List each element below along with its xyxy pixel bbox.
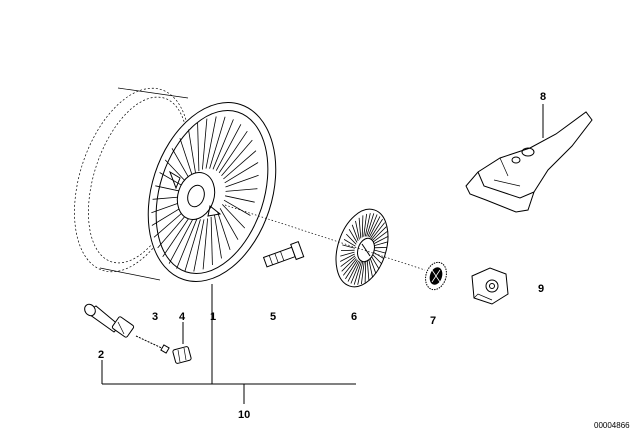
spokes-line	[184, 219, 201, 272]
spokes-line	[188, 129, 196, 174]
spokes-line	[214, 214, 222, 259]
hubspokes-line	[371, 222, 386, 240]
emblem	[425, 261, 447, 291]
hubspokes-line	[353, 261, 362, 285]
spokes-line	[202, 218, 208, 270]
hubspokes-line	[351, 224, 359, 242]
spokes-line	[210, 216, 213, 266]
label-5: 5	[270, 311, 276, 323]
hubspokes-line	[345, 259, 358, 280]
label-3: 3	[152, 311, 158, 323]
hubspokes-line	[364, 260, 367, 283]
hubspokes-line	[340, 253, 355, 262]
spokes-line	[193, 219, 205, 272]
hubspokes-line	[366, 259, 370, 281]
hubspokes-line	[368, 258, 373, 278]
hubspokes-line	[350, 261, 361, 284]
hubspokes-line	[358, 217, 362, 239]
label-1: 1	[210, 311, 216, 323]
hubspokes-line	[357, 261, 364, 285]
spokes-line	[157, 212, 189, 249]
hubspokes-line	[372, 249, 386, 254]
label-9: 9	[538, 283, 544, 295]
spokes-line	[162, 214, 192, 258]
hubspokes-line	[373, 236, 388, 245]
tire-valve	[84, 303, 135, 338]
wheel-face	[147, 102, 277, 282]
hubspokes-line	[370, 255, 380, 270]
spokes-line	[202, 118, 208, 170]
valve-cap	[172, 322, 192, 364]
hubspokes-line	[371, 253, 382, 265]
hubspokes-line	[340, 251, 355, 257]
hubspokes-line	[343, 239, 356, 247]
hubspokes-line	[342, 244, 356, 249]
hubspokes-line	[369, 256, 377, 274]
hubspokes-line	[340, 255, 356, 267]
wheel-bolt	[262, 241, 305, 268]
spokes-line	[225, 174, 259, 188]
label-2: 2	[98, 349, 104, 361]
hubspokes-line	[372, 231, 388, 243]
hubspokes-line	[361, 215, 364, 238]
reference-number: 00004866	[594, 421, 630, 430]
spokes-line	[221, 139, 253, 176]
hubspokes-line	[368, 216, 381, 238]
label-4: 4	[179, 311, 186, 323]
spokes-line	[215, 124, 242, 171]
hubspokes-line	[372, 226, 387, 241]
spokes-line	[164, 159, 188, 184]
label-6: 6	[351, 311, 357, 323]
valve-insert	[135, 335, 170, 354]
spokes-line	[219, 208, 239, 240]
hubspokes-line	[346, 233, 357, 245]
hub-cap	[335, 208, 389, 288]
hubspokes-line	[361, 261, 365, 285]
spokes-line	[225, 195, 255, 203]
spokes-line	[223, 199, 251, 216]
spokes-line	[222, 204, 246, 229]
spokes-line	[225, 188, 258, 192]
spokes-line	[176, 218, 198, 269]
lock-adapter	[471, 267, 509, 305]
hubspokes-line	[366, 213, 375, 237]
label-7: 7	[430, 315, 436, 327]
spokes-line	[168, 217, 195, 264]
leader-lines	[101, 104, 544, 404]
exploded-axis-line	[224, 204, 426, 271]
hubspokes-line	[373, 241, 388, 247]
spokes-line	[209, 116, 226, 169]
spokes-line	[223, 150, 257, 180]
spokes-line	[205, 116, 217, 169]
hubspokes-line	[348, 228, 358, 243]
hubspokes-line	[364, 213, 371, 237]
hubspokes-line	[370, 218, 383, 239]
spokes-line	[171, 148, 191, 180]
hub-cap-spokes	[340, 213, 388, 285]
hubspokes-line	[355, 220, 360, 240]
hubspokes-line	[341, 257, 356, 272]
label-8: 8	[540, 91, 546, 103]
label-10: 10	[238, 409, 250, 421]
spokes-line	[212, 119, 234, 170]
spokes-line	[179, 137, 193, 177]
wheel-wrench	[465, 111, 593, 213]
hubspokes-line	[342, 258, 357, 276]
hubspokes-line	[347, 260, 360, 282]
spokes-line	[224, 162, 259, 184]
spokes-line	[197, 122, 200, 172]
spokes-line	[217, 211, 231, 251]
hubspokes-line	[363, 213, 367, 237]
hubspokes-line	[372, 251, 385, 259]
spokes-line	[218, 130, 248, 174]
hubspokes-line	[367, 214, 378, 237]
